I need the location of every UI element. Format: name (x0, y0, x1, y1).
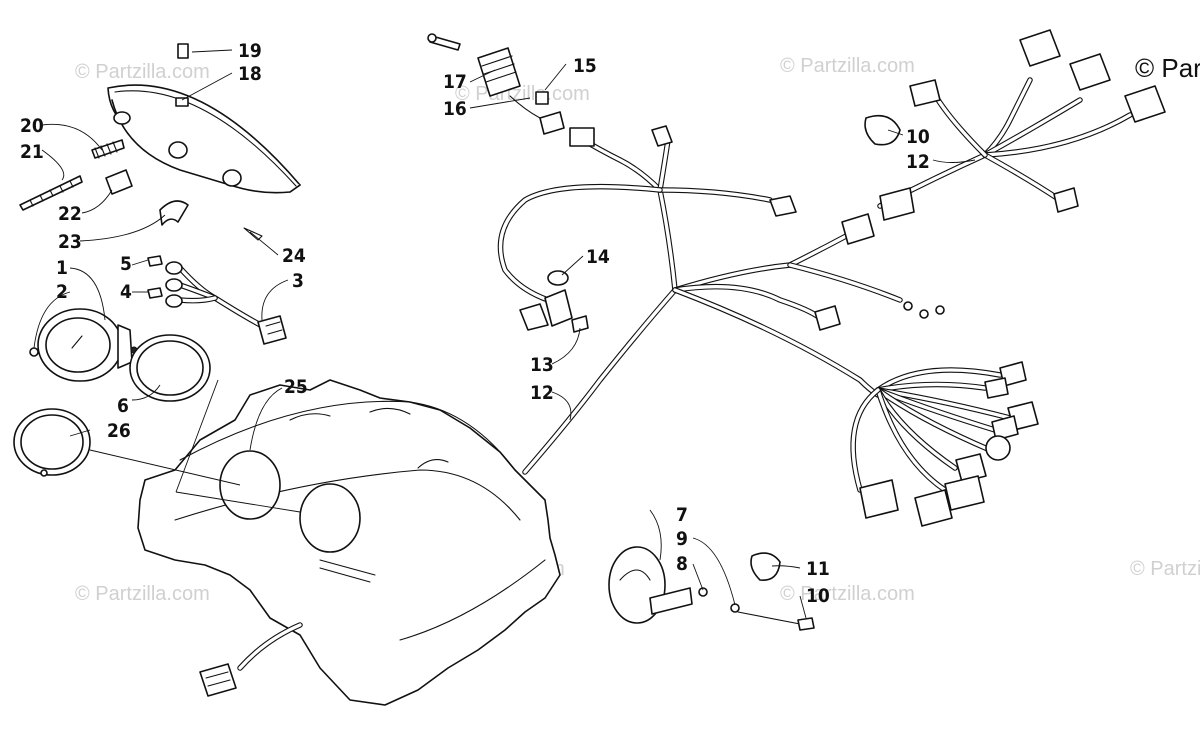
callout-18: 17 (443, 71, 467, 93)
callout-9: 9 (676, 528, 688, 550)
callout-10: 10 (806, 585, 830, 607)
regulator (427, 33, 549, 119)
callout-5: 5 (120, 253, 132, 275)
callout-7: 7 (676, 504, 688, 526)
callout-21: 20 (20, 115, 44, 137)
watermark-4: © Partzilla.com (75, 583, 210, 605)
instrument-hood (137, 379, 561, 706)
watermark-3: © Partzilla.com (780, 55, 915, 77)
headlight-assembly (19, 43, 301, 241)
callout-26: 25 (284, 376, 308, 398)
callout-11b: 11 (806, 558, 830, 580)
callout-4: 4 (120, 281, 132, 303)
callout-3: 3 (292, 270, 304, 292)
callout-6: 6 (117, 395, 129, 417)
callout-8: 8 (676, 553, 688, 575)
callout-1: 1 (56, 257, 68, 279)
callout-23: 22 (58, 203, 82, 225)
watermark-2: © Partzilla.com (455, 83, 590, 105)
side-harness (864, 29, 1166, 221)
watermark-7: © Partzilla.com (1130, 558, 1200, 580)
gauge-rings (13, 334, 211, 477)
speedo-drive (608, 546, 815, 631)
copyright-text: © Partzilla.com (1135, 53, 1200, 83)
callout-13: 12 (530, 382, 554, 404)
callout-19: 18 (238, 63, 262, 85)
callout-15: 14 (586, 246, 610, 268)
callout-labels: 19 18 20 21 22 23 24 1 2 5 4 3 6 26 25 1… (20, 40, 930, 607)
callout-24: 23 (58, 231, 82, 253)
callout-12: 12 (906, 151, 930, 173)
callout-16: 15 (573, 55, 597, 77)
callout-11a: 10 (906, 126, 930, 148)
main-wiring-harness (497, 111, 1039, 527)
callout-17: 16 (443, 98, 467, 120)
callout-14: 13 (530, 354, 554, 376)
callout-2: 2 (56, 281, 68, 303)
watermark-1: © Partzilla.com (75, 61, 210, 83)
callout-25: 24 (282, 245, 306, 267)
gauge-assembly (29, 255, 287, 382)
callout-27: 26 (107, 420, 131, 442)
callout-22: 21 (20, 141, 44, 163)
callout-20: 19 (238, 40, 262, 62)
watermark-6: © Partzilla.com (780, 583, 915, 605)
leader-lines (33, 49, 976, 619)
